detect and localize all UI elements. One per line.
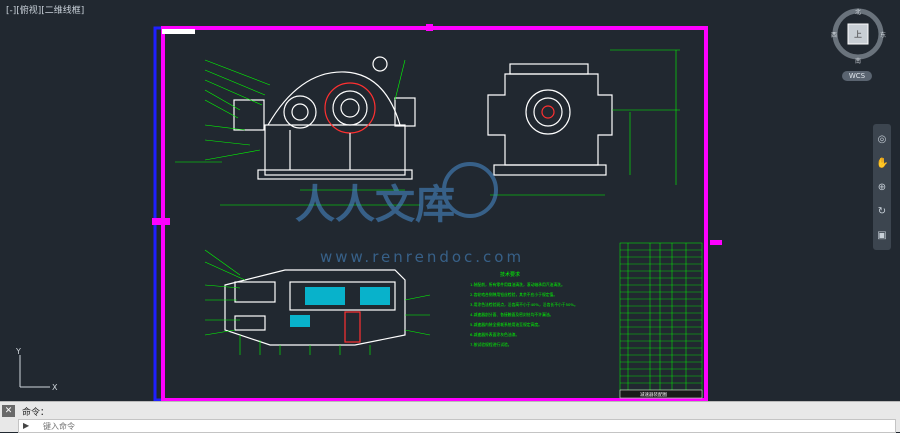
title-block-text: 减速器装配图 bbox=[640, 391, 667, 398]
svg-text:5.减速器内装全损耗系统用油至规定高度。: 5.减速器内装全损耗系统用油至规定高度。 bbox=[470, 322, 542, 327]
drawing-viewport[interactable]: [-][俯视][二维线框] bbox=[0, 0, 900, 401]
title-block-box bbox=[619, 389, 703, 399]
svg-text:南: 南 bbox=[855, 57, 861, 65]
parts-list-rows bbox=[620, 249, 702, 391]
svg-text:7.按试验规程进行试验。: 7.按试验规程进行试验。 bbox=[470, 342, 512, 347]
ucs-icon: Y X bbox=[15, 347, 58, 392]
pan-icon[interactable]: ✋ bbox=[876, 158, 889, 169]
svg-text:X: X bbox=[52, 383, 58, 392]
tech-requirements-lines: 1.装配前，所有零件用煤油清洗，滚动轴承用汽油清洗。 2.齿轮啮合侧隙用铅丝检验… bbox=[470, 282, 578, 347]
paper-border-magenta bbox=[161, 26, 708, 401]
close-icon[interactable]: ✕ bbox=[2, 405, 15, 417]
svg-text:人人文库: 人人文库 bbox=[295, 182, 455, 228]
svg-text:上: 上 bbox=[854, 30, 862, 39]
parts-list-table bbox=[619, 242, 703, 399]
zoom-icon[interactable]: ⊕ bbox=[877, 182, 887, 193]
svg-text:东: 东 bbox=[880, 31, 886, 39]
viewport-controls-label[interactable]: [-][俯视][二维线框] bbox=[6, 6, 85, 16]
watermark-logo: 人人文库 www.renrendoc.com bbox=[295, 162, 524, 266]
cad-drawing-canvas[interactable]: 技术要求 1.装配前，所有零件用煤油清洗，滚动轴承用汽油清洗。 2.齿轮啮合侧隙… bbox=[0, 0, 900, 401]
top-view-hatch bbox=[290, 287, 390, 327]
svg-text:1.装配前，所有零件用煤油清洗，滚动轴承用汽油清洗。: 1.装配前，所有零件用煤油清洗，滚动轴承用汽油清洗。 bbox=[470, 282, 565, 287]
svg-text:3.用涂色法检验斑点，沿齿高不小于40%，沿齿长不小于50%: 3.用涂色法检验斑点，沿齿高不小于40%，沿齿长不小于50%。 bbox=[470, 302, 578, 307]
command-prompt-icon[interactable]: ▶ bbox=[23, 421, 30, 430]
svg-text:Y: Y bbox=[15, 347, 21, 356]
command-input[interactable] bbox=[43, 420, 883, 432]
front-view bbox=[233, 56, 416, 180]
orbit-icon[interactable]: ↻ bbox=[877, 206, 887, 217]
svg-text:6.减速器外表面涂灰色油漆。: 6.减速器外表面涂灰色油漆。 bbox=[470, 332, 519, 337]
svg-text:2.齿轮啮合侧隙用铅丝检验，其余不应小于规定值。: 2.齿轮啮合侧隙用铅丝检验，其余不应小于规定值。 bbox=[470, 292, 557, 297]
grip-left bbox=[152, 218, 170, 225]
wcs-menu-button[interactable]: WCS bbox=[842, 71, 872, 81]
navigation-bar: ◎ ✋ ⊕ ↻ ▣ bbox=[873, 124, 891, 250]
showmotion-icon[interactable]: ▣ bbox=[877, 230, 887, 241]
grip-top bbox=[426, 24, 433, 31]
side-view bbox=[487, 63, 613, 176]
svg-text:西: 西 bbox=[831, 32, 837, 39]
front-view-leaders bbox=[175, 59, 420, 206]
command-line: ✕ 命令： ▶ bbox=[0, 401, 900, 433]
top-view-leaders bbox=[204, 249, 431, 355]
svg-text:北: 北 bbox=[855, 8, 861, 16]
side-view-dims bbox=[490, 49, 680, 196]
top-view bbox=[224, 269, 406, 346]
svg-text:4.减速器剖分面、各接触面及密封处均不许漏油。: 4.减速器剖分面、各接触面及密封处均不许漏油。 bbox=[470, 312, 553, 317]
tech-requirements-title: 技术要求 bbox=[500, 271, 520, 278]
viewcube[interactable]: 上 北 南 东 西 bbox=[830, 6, 894, 70]
svg-text:www.renrendoc.com: www.renrendoc.com bbox=[320, 248, 524, 266]
paper-corner-label bbox=[162, 29, 195, 34]
grip-right bbox=[710, 240, 722, 245]
steering-wheel-icon[interactable]: ◎ bbox=[877, 134, 887, 145]
command-history: 命令： bbox=[22, 408, 50, 418]
